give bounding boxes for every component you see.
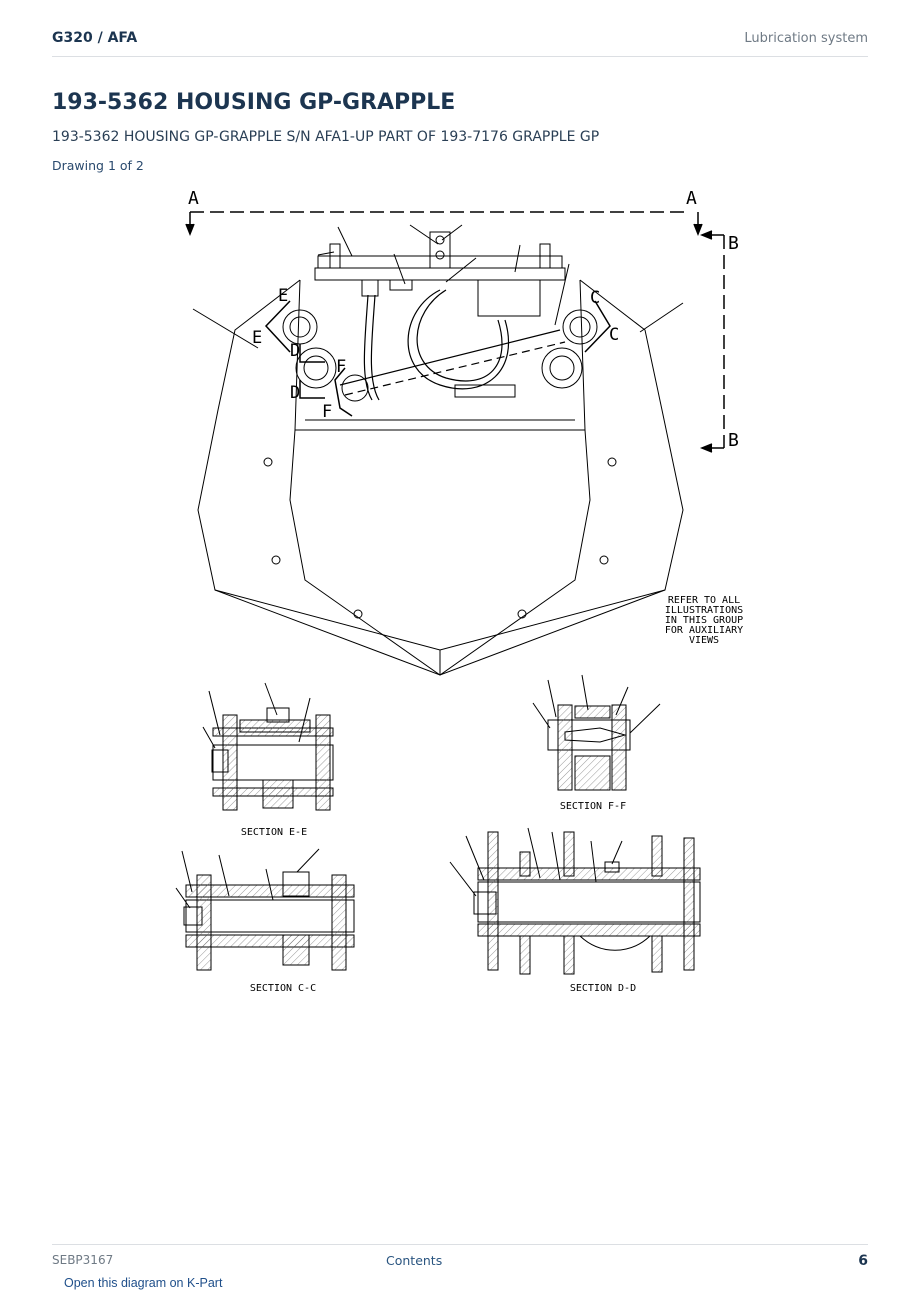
marker-f-1: F (336, 357, 346, 377)
section-d-d-view (449, 827, 701, 975)
section-line-b (699, 230, 725, 453)
marker-a-1: A (188, 188, 199, 209)
marker-b-2: B (728, 430, 739, 451)
pin-boss-right-lower (541, 347, 583, 389)
marker-d-1: D (290, 341, 300, 361)
marker-e-1: E (278, 286, 288, 306)
section-marker-letters: E E C C D D F F A A B B (188, 188, 739, 451)
hydraulic-hoses (339, 289, 566, 401)
grapple-body-outline (197, 279, 684, 676)
valve-plate-assembly (314, 231, 566, 398)
callout-leaders (192, 224, 684, 349)
drawing-count: Drawing 1 of 2 (52, 158, 144, 173)
page-footer: SEBP3167 Contents 6 (52, 1244, 868, 1269)
note-line-3: IN THIS GROUP (665, 615, 743, 626)
marker-a-2: A (686, 188, 697, 209)
marker-d-2: D (290, 383, 300, 403)
marker-b-1: B (728, 233, 739, 254)
section-f-f-label: SECTION F-F (560, 801, 626, 812)
note-line-1: REFER TO ALL (668, 595, 740, 606)
section-f-f-view (532, 674, 661, 791)
pin-boss-left-lower (295, 347, 337, 389)
pin-boss-right-upper (562, 309, 598, 345)
auxiliary-views-note: REFER TO ALL ILLUSTRATIONS IN THIS GROUP… (665, 595, 743, 646)
grapple-housing-drawing: E E C C D D F F A A B B REFER TO ALL ILL… (0, 180, 920, 1000)
pin-boss-left-upper (282, 309, 318, 345)
section-e-e-view (202, 682, 334, 811)
page-header: G320 / AFA Lubrication system (52, 28, 868, 57)
pin-boss-link (341, 374, 369, 402)
section-d-d-label: SECTION D-D (570, 983, 636, 994)
document-id: SEBP3167 (52, 1253, 114, 1267)
marker-f-2: F (322, 402, 332, 422)
model-label: G320 / AFA (52, 30, 138, 46)
note-line-4: FOR AUXILIARY (665, 625, 743, 636)
page-title: 193-5362 HOUSING GP-GRAPPLE (52, 90, 456, 115)
marker-c-1: C (590, 288, 600, 308)
section-name: Lubrication system (744, 31, 868, 46)
section-line-a (185, 211, 703, 237)
section-markers (264, 300, 611, 417)
marker-c-2: C (609, 325, 619, 345)
note-line-2: ILLUSTRATIONS (665, 605, 743, 616)
section-e-e-label: SECTION E-E (241, 827, 307, 838)
contents-link[interactable]: Contents (386, 1253, 443, 1268)
page-number: 6 (858, 1253, 868, 1269)
section-c-c-label: SECTION C-C (250, 983, 316, 994)
section-c-c-view (175, 848, 355, 971)
page-subtitle: 193-5362 HOUSING GP-GRAPPLE S/N AFA1-UP … (52, 129, 600, 145)
marker-e-2: E (252, 328, 262, 348)
open-kpart-link[interactable]: Open this diagram on K-Part (64, 1276, 223, 1290)
note-line-5: VIEWS (689, 635, 719, 646)
